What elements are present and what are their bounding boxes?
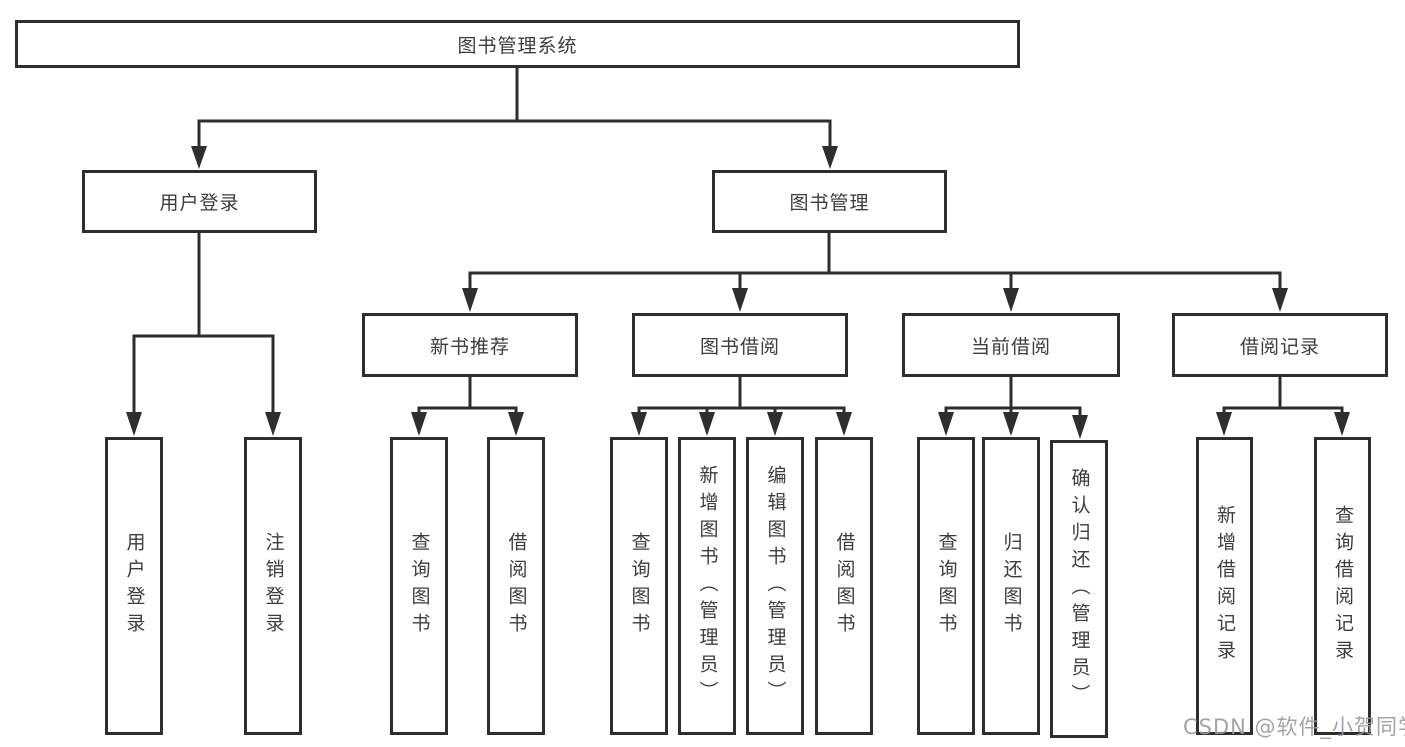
node-label: 新增借阅记录 — [1214, 505, 1236, 667]
connector-current-to-leaves — [944, 377, 1082, 417]
leaf-logout: 注销登录 — [244, 437, 302, 735]
node-book-borrowing: 图书借阅 — [632, 313, 848, 377]
node-borrowing-records: 借阅记录 — [1172, 313, 1388, 377]
node-book-management: 图书管理 — [712, 170, 947, 233]
leaf-user-login: 用户登录 — [105, 437, 163, 735]
connector-root-to-level2 — [197, 68, 832, 150]
node-library-management-system: 图书管理系统 — [15, 20, 1020, 68]
node-label: 查询图书 — [628, 532, 651, 640]
node-label: 确认归还（管理员） — [1068, 467, 1091, 711]
node-label: 查询图书 — [408, 532, 431, 640]
leaf-borrow-books-recommend: 借阅图书 — [487, 437, 545, 735]
leaf-add-books-admin: 新增图书（管理员） — [678, 437, 736, 735]
node-label: 用户登录 — [159, 192, 240, 214]
node-label: 归还图书 — [1000, 532, 1023, 640]
leaf-query-borrow-record: 查询借阅记录 — [1314, 437, 1371, 735]
node-label: 查询借阅记录 — [1332, 505, 1354, 667]
node-label: 用户登录 — [123, 532, 146, 640]
node-label: 借阅图书 — [833, 532, 856, 640]
node-label: 编辑图书（管理员） — [764, 464, 787, 708]
leaf-query-books-current: 查询图书 — [917, 437, 975, 735]
node-label: 图书借阅 — [699, 335, 780, 358]
node-label: 新增图书（管理员） — [696, 464, 719, 708]
connector-userlogin-to-leaves — [132, 233, 275, 414]
leaf-query-books-recommend: 查询图书 — [390, 437, 448, 735]
node-label: 借阅图书 — [505, 532, 528, 640]
connector-borrow-to-leaves — [637, 377, 846, 414]
node-label: 借阅记录 — [1239, 335, 1320, 358]
node-label: 查询图书 — [935, 532, 958, 640]
node-label: 当前借阅 — [970, 335, 1051, 358]
node-user-login: 用户登录 — [82, 170, 317, 233]
node-label: 新书推荐 — [429, 335, 510, 358]
leaf-edit-books-admin: 编辑图书（管理员） — [746, 437, 804, 735]
leaf-confirm-return-admin: 确认归还（管理员） — [1050, 440, 1108, 738]
leaf-add-borrow-record: 新增借阅记录 — [1196, 437, 1253, 735]
node-label: 图书管理 — [789, 192, 870, 214]
connector-newbook-to-leaves — [417, 377, 518, 414]
connector-records-to-leaves — [1222, 377, 1344, 414]
node-new-book-recommendation: 新书推荐 — [362, 313, 578, 377]
leaf-return-books: 归还图书 — [982, 437, 1040, 735]
node-label: 图书管理系统 — [457, 34, 578, 57]
leaf-query-books-borrow: 查询图书 — [610, 437, 668, 735]
arrowheads — [126, 146, 1350, 439]
node-current-borrowing: 当前借阅 — [902, 313, 1120, 377]
connector-bookmgmt-to-level3 — [468, 233, 1282, 292]
leaf-borrow-books: 借阅图书 — [815, 437, 873, 735]
csdn-watermark: CSDN @软件_小贺同学 — [1183, 715, 1405, 739]
node-label: 注销登录 — [262, 532, 285, 640]
